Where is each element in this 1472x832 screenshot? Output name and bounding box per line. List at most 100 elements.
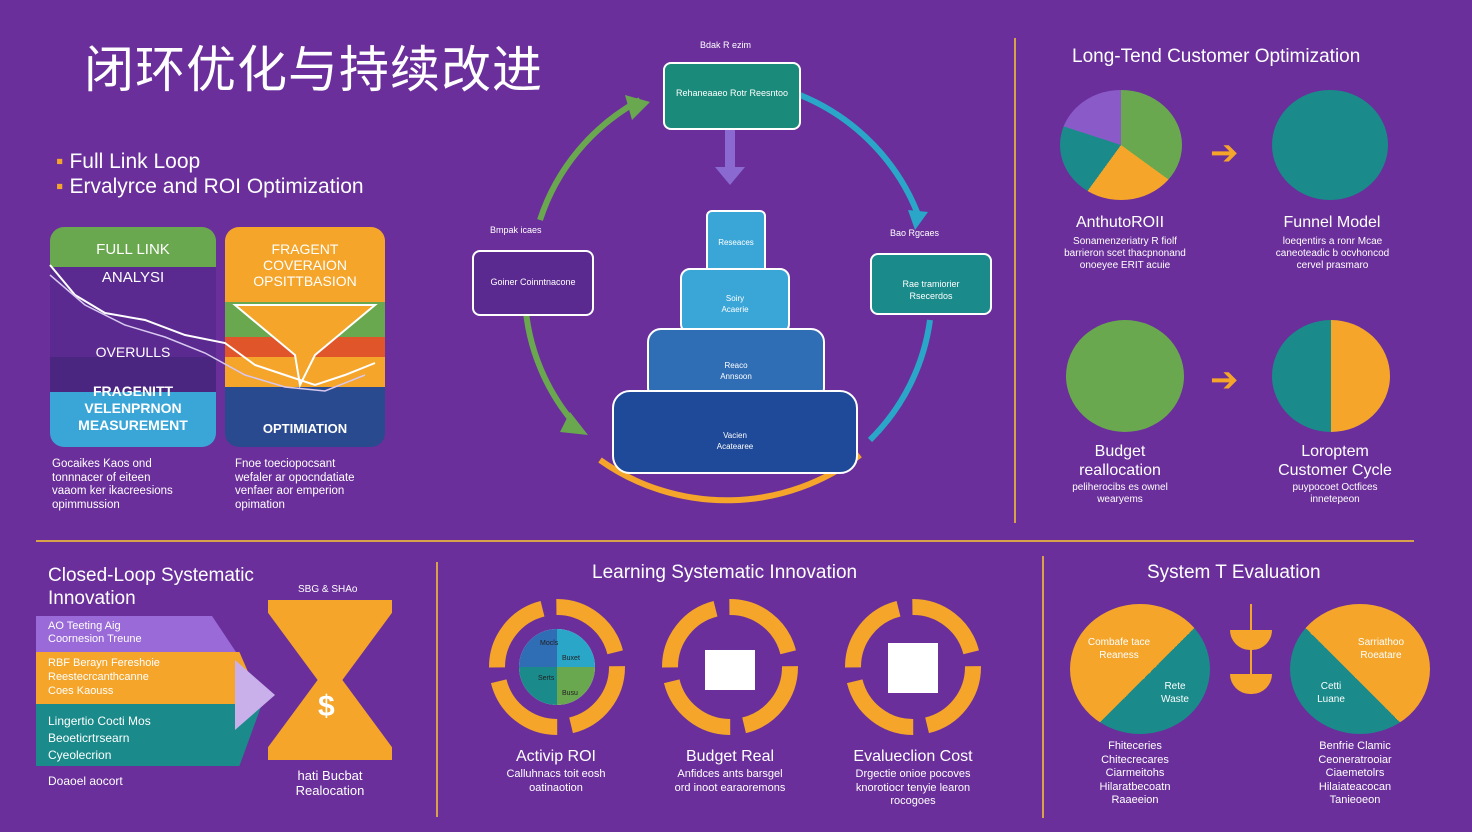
cycle-arrow	[537, 97, 642, 221]
left-small-label: Bmpak icaes	[490, 225, 542, 235]
bottom-mid-heading: Learning Systematic Innovation	[592, 562, 858, 583]
tier-1-label: Reseaces	[718, 238, 754, 247]
bar-3	[36, 704, 262, 766]
vertical-divider	[1014, 38, 1016, 523]
chain-line	[49, 264, 376, 387]
full-link-card: FULL LINK ANALYSI OVERULLS FRAGENITT VEL…	[50, 227, 216, 447]
card2-description: Fnoe toeciopocsant wefaler ar opocndatia…	[235, 458, 355, 511]
bullet-text: Ervalyrce and ROI Optimization	[69, 175, 364, 198]
tier-4	[612, 390, 858, 474]
innovation-item-desc: Anfidces ants barsgel ord inoot earaorem…	[674, 768, 786, 794]
arrow-head-icon	[560, 412, 588, 435]
card-sub-label: ANALYSI	[101, 269, 165, 286]
card-top-label: FRAGENT COVERAION OPSITTBASION	[253, 241, 357, 289]
people-icon	[705, 650, 755, 690]
funnel-chain-graphic	[49, 264, 378, 392]
bullet-item: ▪Full Link Loop	[56, 150, 200, 174]
bar-2	[36, 652, 262, 704]
innovation-item-label: Evalueclion Cost	[853, 748, 973, 765]
cycle-ring-icon	[845, 599, 981, 735]
arrow-head-icon	[908, 210, 928, 230]
bottom-left-footer: Doaoel aocort	[48, 774, 123, 788]
pie-slice	[557, 667, 595, 705]
vertical-divider	[1042, 556, 1044, 818]
tier-1	[706, 210, 766, 274]
attribution-roi-icon	[1060, 90, 1182, 200]
funnel-model-icon	[1272, 90, 1388, 200]
right-item-desc: puypocoet Octfices innetepeon	[1292, 482, 1378, 505]
cycle-diagram	[522, 92, 933, 504]
tier-2-label: Soiry Acaerie	[721, 294, 749, 314]
right-item-label: Loroptem Customer Cycle	[1278, 443, 1392, 479]
down-arrow-icon	[715, 167, 745, 185]
horizontal-divider	[36, 540, 1414, 542]
pie-slice	[519, 667, 557, 705]
balance-scale-icon	[1226, 604, 1276, 704]
right-item-label: Funnel Model	[1283, 214, 1381, 231]
cycle-arrow	[598, 452, 862, 504]
right-item-desc: loeqentirs a ronr Mcae caneoteadic b ocv…	[1275, 236, 1390, 271]
left-process-box	[472, 250, 594, 316]
right-item-label: Budget reallocation	[1079, 443, 1161, 479]
evaluation-circle-right	[1290, 604, 1430, 734]
bullet-item: ▪Ervalyrce and ROI Optimization	[56, 175, 364, 199]
right-small-label: Bao Rgcaes	[890, 228, 940, 238]
hourglass-label: hati Bucbat Realocation	[295, 768, 365, 798]
right-panel-heading: Long-Tend Customer Optimization	[1072, 46, 1361, 67]
right-item-label: AnthutoROII	[1075, 214, 1165, 231]
card1-description: Gocaikes Kaos ond tonnnacer of eiteen va…	[52, 458, 173, 511]
cycle-arrow	[867, 319, 933, 443]
innovation-item-desc: Calluhnacs toit eosh oatinaotion	[506, 768, 606, 794]
cycle-ring-icon	[489, 599, 625, 735]
bullet-dot-icon: ▪	[56, 175, 64, 198]
tier-3	[647, 328, 825, 402]
innovation-item-label: Activip ROI	[515, 748, 596, 765]
pie-label: Serts	[538, 675, 555, 682]
tier-3-label: Reaco Annsoon	[720, 361, 752, 381]
pie-label: Busu	[562, 690, 578, 697]
arrow-right-icon: ➔	[1210, 134, 1239, 172]
cube-icon	[888, 643, 938, 693]
top-small-label: Bdak R ezim	[700, 40, 752, 50]
bar-1-label: AO Teeting Aig Coornesion Treune	[48, 620, 142, 645]
top-box-label: Rehaneaaeo Rotr Reesntoo	[675, 88, 789, 98]
hourglass-top-label: SBG & SHAo	[298, 584, 358, 595]
right-item-desc: peliherocibs es ownel wearyems	[1072, 482, 1168, 505]
card-mid-label: OVERULLS	[95, 344, 171, 360]
bar-3-label: Lingertio Cocti Mos Beoeticrtrsearn Cyeo…	[48, 714, 151, 762]
innovation-item-desc: Drgectie onioe pocoves knorotiocr tenyie…	[855, 768, 971, 807]
cycle-ring-icon	[662, 599, 798, 735]
vertical-divider	[436, 562, 438, 817]
customer-cycle-icon	[1272, 320, 1390, 432]
pie-slice	[519, 629, 557, 667]
budget-reallocation-icon	[1066, 320, 1184, 432]
bar-2-label: RBF Berayn Fereshoie Reestecrcanthcanne …	[48, 657, 160, 697]
tier-4-label: Vacien Acatearee	[716, 431, 754, 451]
bottom-left-heading: Closed-Loop Systematic Innovation	[48, 565, 254, 609]
cycle-arrow	[522, 299, 583, 433]
card-bottom-label: OPTIMIATION	[262, 421, 348, 436]
top-process-box	[663, 62, 801, 130]
bullet-dot-icon: ▪	[56, 150, 64, 173]
circle-top-label: Sarriathoo Roeatare	[1357, 637, 1405, 661]
pie-slice	[557, 629, 595, 667]
arrow-right-icon: ➔	[1210, 361, 1239, 399]
arrow-head-icon	[625, 95, 650, 120]
evaluation-circle-left	[1070, 604, 1210, 734]
right-box-label: Rae tramiorier Rsecerdos	[902, 279, 960, 301]
card-top-label: FULL LINK	[96, 241, 170, 258]
hourglass-icon	[268, 600, 392, 760]
dollar-icon: $	[318, 690, 335, 723]
chain-line	[49, 274, 366, 392]
bullet-text: Full Link Loop	[69, 150, 201, 173]
right-process-box	[870, 253, 992, 315]
cycle-arrow	[798, 92, 923, 222]
right-item-desc: Sonamenzeriatry R fiolf barrieron scet t…	[1064, 236, 1186, 271]
page-title: 闭环优化与持续改进	[84, 41, 543, 99]
innovation-cycles	[489, 599, 981, 735]
circle-top-label: Combafe tace Reaness	[1087, 637, 1151, 661]
circle-bottom-label: Cetti Luane	[1317, 681, 1345, 705]
bar-1	[36, 616, 236, 652]
evaluation-desc-left: Fhiteceries Chitecrecares Ciarmeitohs Hi…	[1099, 740, 1171, 806]
bottom-right-heading: System T Evaluation	[1147, 562, 1321, 583]
